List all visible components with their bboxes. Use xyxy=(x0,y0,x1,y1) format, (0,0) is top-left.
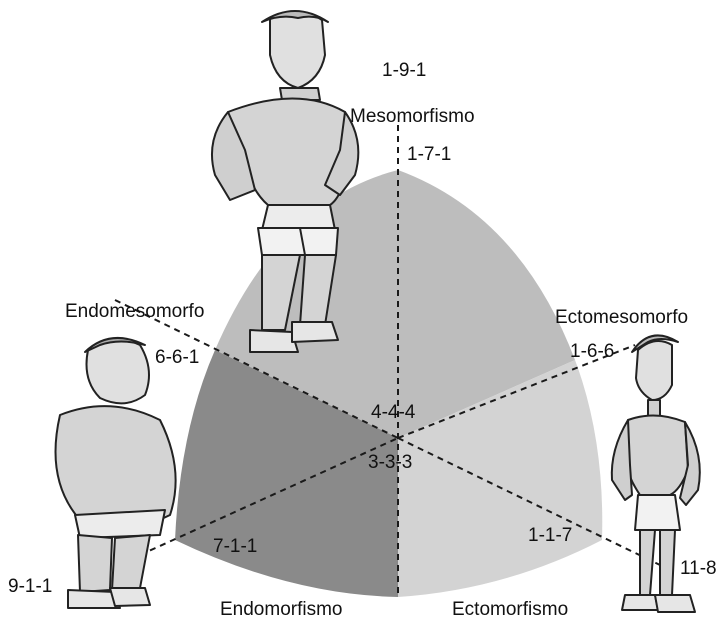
rating-1-7-1: 1-7-1 xyxy=(407,144,451,165)
rating-4-4-4: 4-4-4 xyxy=(371,402,416,423)
endomorph-figure xyxy=(56,338,176,608)
rating-1-9-1: 1-9-1 xyxy=(382,60,426,81)
rating-1-6-6: 1-6-6 xyxy=(570,341,614,362)
rating-9-1-1: 9-1-1 xyxy=(8,576,52,597)
rating-6-6-1: 6-6-1 xyxy=(155,347,199,368)
endomorph-axis-label: Endomorfismo xyxy=(220,599,343,620)
rating-11-8: 11-8 xyxy=(680,558,717,579)
rating-3-3-3: 3-3-3 xyxy=(368,452,412,473)
endomesomorph-label: Endomesomorfo xyxy=(65,301,204,322)
ectomorph-axis-label: Ectomorfismo xyxy=(452,599,568,620)
rating-7-1-1: 7-1-1 xyxy=(213,536,257,557)
mesomorph-axis-label: Mesomorfismo xyxy=(350,106,475,127)
rating-1-1-7: 1-1-7 xyxy=(528,525,572,546)
ectomesomorph-label: Ectomesomorfo xyxy=(555,307,688,328)
